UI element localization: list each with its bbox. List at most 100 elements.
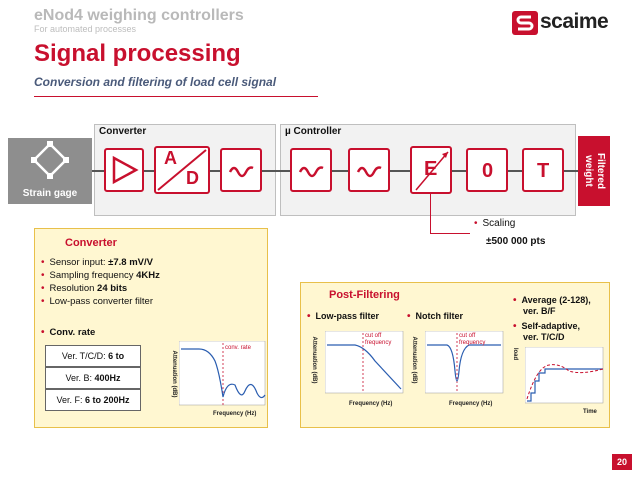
spec-item: •Resolution 24 bits bbox=[41, 283, 160, 296]
bullet-icon: • bbox=[41, 327, 45, 338]
spec-item: • Sensor input: ±7.8 mV/V bbox=[41, 257, 160, 270]
header-title: eNod4 weighing controllers bbox=[34, 7, 244, 24]
average-label-line1: Average (2-128), bbox=[521, 295, 591, 305]
conv-rate-text: Conv. rate bbox=[49, 327, 96, 338]
low-pass-graph-ylabel: Attenuation (dB) bbox=[311, 336, 317, 384]
ad-label-a: A bbox=[164, 148, 177, 168]
converter-graph-marker: conv. rate bbox=[225, 345, 251, 351]
scaling-arrow-icon bbox=[415, 151, 449, 191]
average-graph: load Time bbox=[512, 347, 607, 423]
controller-filter1-block bbox=[290, 148, 332, 192]
filtered-weight-label: Filtered weight bbox=[583, 152, 606, 190]
signal-line bbox=[92, 170, 578, 172]
converter-panel: Converter • Sensor input: ±7.8 mV/V • Samp… bbox=[34, 228, 268, 428]
bullet-icon: • bbox=[513, 321, 517, 332]
low-pass-graph: Attenuation (dB) cut off frequency Frequ… bbox=[311, 327, 404, 419]
low-pass-marker: cut off frequency bbox=[365, 333, 391, 347]
bullet-icon: • bbox=[513, 295, 517, 306]
version-box: Ver. T/C/D: 6 to 1600Hz bbox=[45, 345, 141, 381]
ad-converter-block: A D bbox=[154, 146, 210, 194]
zero-block: 0 bbox=[466, 148, 508, 192]
spec-item: • Sampling frequency 4KHz bbox=[41, 270, 160, 283]
version-box: Ver. B: 400Hz bbox=[45, 367, 141, 389]
low-pass-label: • Low-pass filter bbox=[307, 311, 379, 322]
spec-prefix: Low-pass converter filter bbox=[49, 296, 153, 307]
spec-prefix: Resolution bbox=[49, 283, 98, 294]
notch-graph: Attenuation (dB) cut off frequency Frequ… bbox=[411, 327, 504, 419]
post-filtering-title: Post-Filtering bbox=[329, 289, 400, 301]
notch-graph-xlabel: Frequency (Hz) bbox=[449, 401, 493, 407]
converter-graph: Attenuation (dB) conv. rate Frequency (H… bbox=[171, 341, 266, 421]
spec-prefix: Sensor input: bbox=[49, 257, 109, 268]
low-pass-graph-plot bbox=[325, 331, 404, 394]
converter-graph-plot bbox=[179, 341, 266, 406]
scaling-value: ±500 000 pts bbox=[486, 236, 546, 247]
converter-box-label: Converter bbox=[99, 126, 147, 137]
marker-line2: frequency bbox=[459, 340, 486, 346]
average-label: •Average (2-128), ver. B/F bbox=[513, 295, 591, 317]
notch-graph-ylabel: Attenuation (dB) bbox=[411, 336, 417, 384]
converter-graph-xlabel: Frequency (Hz) bbox=[213, 411, 257, 417]
scaling-label: • Scaling bbox=[474, 218, 515, 229]
notch-graph-plot bbox=[425, 331, 504, 394]
self-adaptive-line2: ver. T/C/D bbox=[523, 332, 565, 342]
notch-label: •Notch filter bbox=[407, 311, 463, 322]
self-adaptive-line1: Self-adaptive, bbox=[521, 321, 581, 331]
notch-marker: cut off frequency bbox=[459, 333, 485, 347]
average-graph-ylabel: load bbox=[512, 347, 519, 361]
scaling-label-text: Scaling bbox=[482, 218, 516, 229]
ad-divider-icon bbox=[157, 149, 207, 191]
scaling-block: E bbox=[410, 146, 452, 194]
converter-filter-block bbox=[220, 148, 262, 192]
spec-value: ±7.8 mV/V bbox=[108, 257, 153, 268]
scaime-logo: scaime bbox=[512, 10, 624, 36]
bullet-icon: • bbox=[474, 218, 478, 229]
converter-spec-list: • Sensor input: ±7.8 mV/V • Sampling frequ… bbox=[41, 257, 160, 309]
average-graph-xlabel: Time bbox=[583, 409, 597, 415]
converter-graph-ylabel: Attenuation (dB) bbox=[171, 350, 177, 398]
controller-box-label: µ Controller bbox=[285, 126, 342, 137]
strain-gage-icon bbox=[31, 141, 69, 179]
header-subtitle: For automated processes bbox=[34, 24, 137, 34]
scaling-block-label: E bbox=[424, 158, 438, 180]
average-graph-plot bbox=[525, 347, 604, 404]
strain-gage-label: Strain gage bbox=[22, 188, 78, 199]
marker-line1: cut off bbox=[459, 333, 476, 339]
version-prefix: Ver. T/C/D: bbox=[61, 351, 109, 361]
filter-icon bbox=[356, 166, 382, 178]
logo-text: scaime bbox=[540, 10, 609, 33]
amplifier-block bbox=[104, 148, 144, 192]
low-pass-graph-xlabel: Frequency (Hz) bbox=[349, 401, 393, 407]
bullet-icon: • bbox=[407, 311, 411, 322]
bullet-icon: • bbox=[41, 270, 45, 281]
version-prefix: Ver. B: bbox=[65, 373, 95, 383]
bullet-icon: • bbox=[307, 311, 311, 322]
spec-value: 4KHz bbox=[136, 270, 160, 281]
title-underline bbox=[34, 96, 318, 97]
version-value: 400Hz bbox=[94, 373, 121, 383]
controller-filter2-block bbox=[348, 148, 390, 192]
version-value: 6 to 200Hz bbox=[84, 395, 130, 405]
zero-block-label: 0 bbox=[482, 160, 494, 182]
section-subtitle: Conversion and filtering of load cell si… bbox=[34, 75, 277, 89]
tare-block: T bbox=[522, 148, 564, 192]
filtered-weight-block: Filtered weight bbox=[578, 136, 610, 206]
ad-label-d: D bbox=[186, 168, 199, 188]
converter-panel-title: Converter bbox=[65, 237, 117, 249]
self-adaptive-label: • Self-adaptive, ver. T/C/D bbox=[513, 321, 580, 343]
version-prefix: Ver. F: bbox=[56, 395, 85, 405]
bullet-icon: • bbox=[41, 296, 45, 307]
scaling-callout-hline bbox=[430, 233, 470, 234]
marker-line2: frequency bbox=[365, 340, 392, 346]
filter-icon bbox=[228, 166, 254, 178]
filter-icon bbox=[298, 166, 324, 178]
page-number: 20 bbox=[612, 454, 632, 470]
low-pass-label-text: Low-pass filter bbox=[315, 311, 380, 321]
conv-rate-label: • Conv. rate bbox=[41, 327, 95, 338]
tare-block-label: T bbox=[537, 160, 550, 182]
page-title: Signal processing bbox=[34, 40, 241, 67]
bullet-icon: • bbox=[41, 257, 45, 268]
version-box: Ver. F: 6 to 200Hz bbox=[45, 389, 141, 411]
spec-prefix: Sampling frequency bbox=[49, 270, 137, 281]
spec-value: 24 bits bbox=[97, 283, 128, 294]
